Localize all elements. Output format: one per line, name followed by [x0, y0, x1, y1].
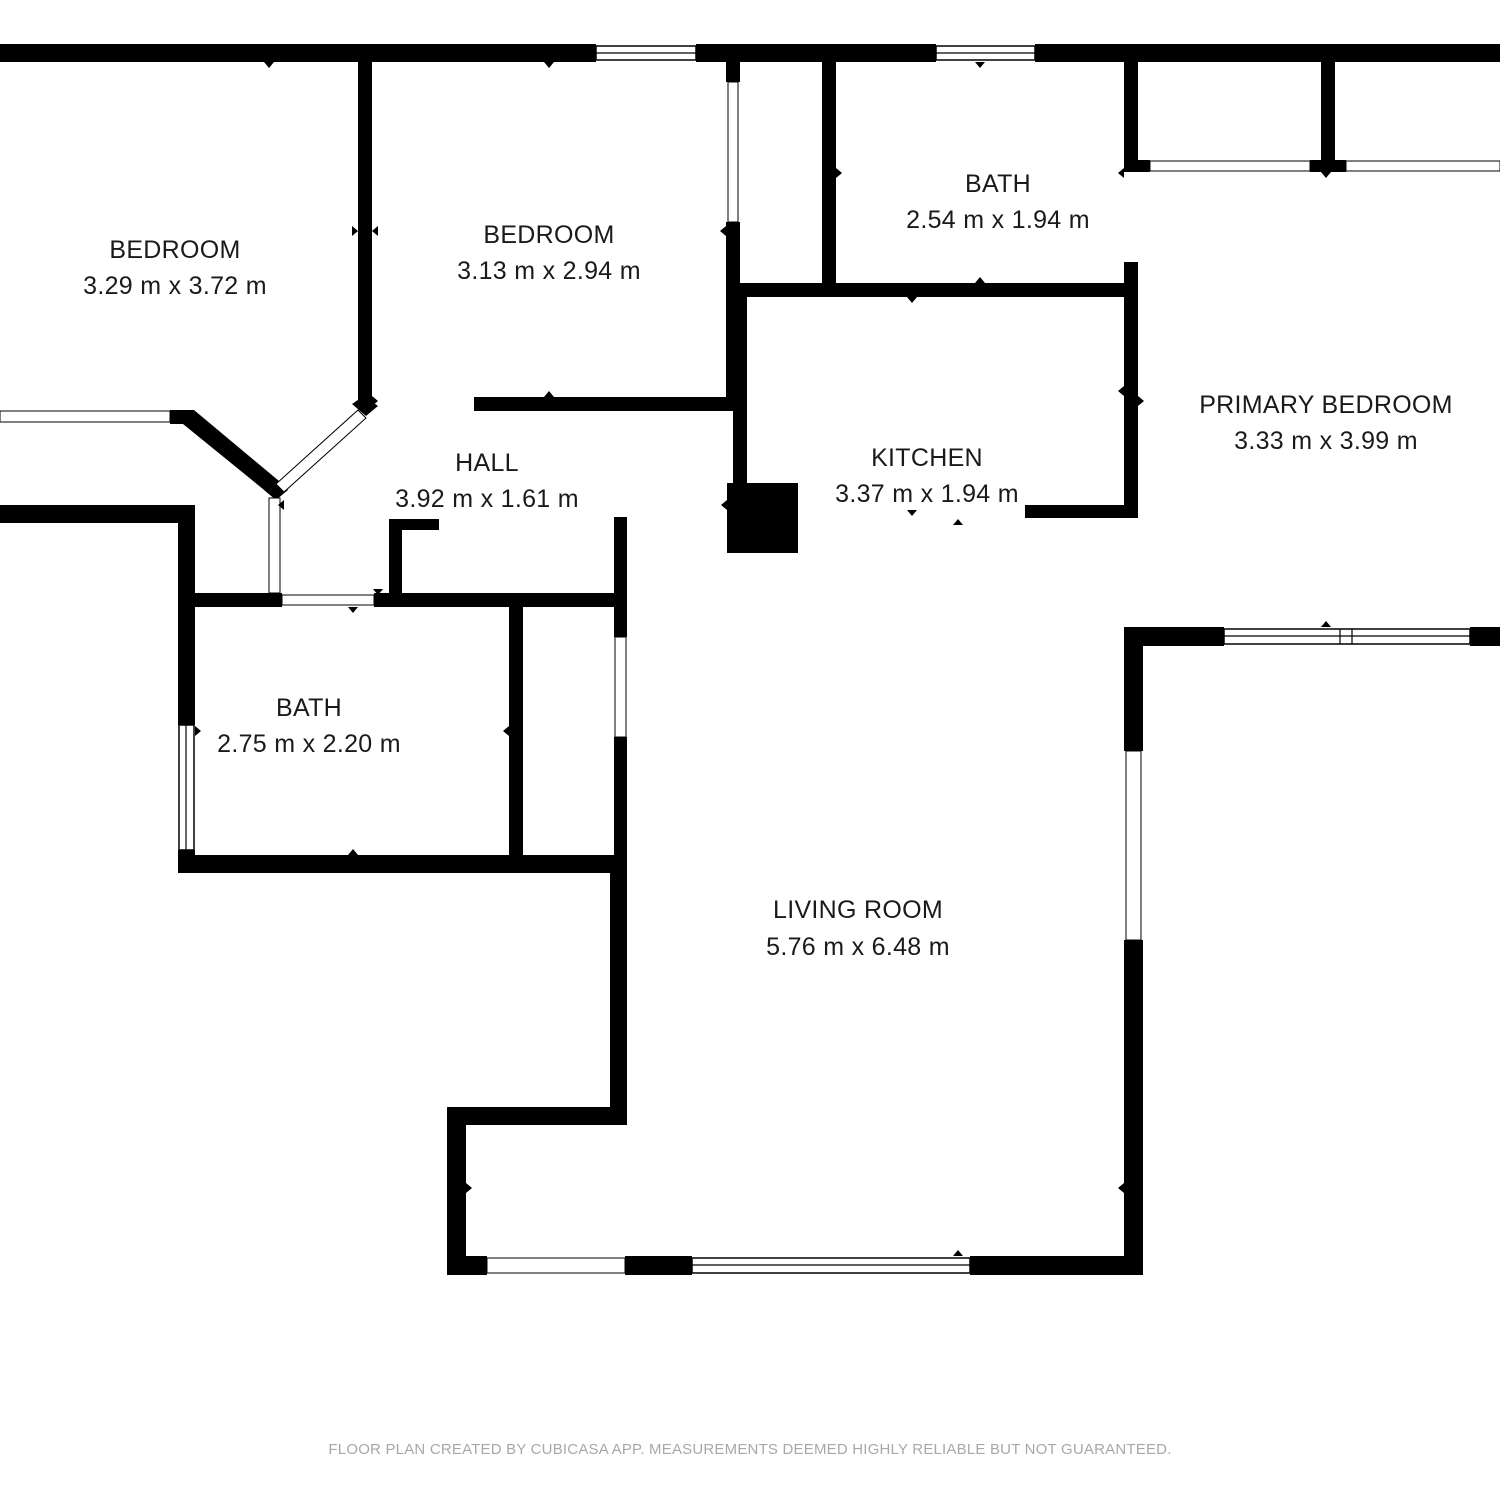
opening-left-corridor: [0, 410, 171, 423]
wall-living-step: [447, 1107, 627, 1125]
wall-primary-bottom-b: [1470, 627, 1500, 646]
wall-bath2-left-b: [178, 850, 195, 873]
room-dimensions: 5.76 m x 6.48 m: [766, 933, 950, 961]
dimension-ticks: [195, 62, 1331, 1256]
room-dimensions: 3.29 m x 3.72 m: [83, 272, 267, 300]
room-dimensions: 3.92 m x 1.61 m: [395, 485, 579, 513]
wall-kitchen-left: [733, 283, 747, 505]
room-dimensions: 2.75 m x 2.20 m: [217, 730, 401, 758]
walls: [0, 44, 1500, 1275]
wall-bath2-top-b: [374, 593, 627, 607]
wall-hall-stub-h: [389, 519, 439, 530]
wall-primary-bottom-a: [1124, 627, 1224, 646]
wall-living-right-b: [1124, 940, 1143, 1275]
room-primary-bedroom: PRIMARY BEDROOM 3.33 m x 3.99 m: [1199, 391, 1453, 455]
opening-hall-living: [614, 636, 627, 738]
room-living-room: LIVING ROOM 5.76 m x 6.48 m: [766, 896, 950, 961]
wall-living-bottom-c: [970, 1256, 1143, 1275]
opening-closet-b: [1345, 160, 1500, 172]
room-dimensions: 3.37 m x 1.94 m: [835, 480, 1019, 508]
wall-bedroom2-bottom: [474, 397, 740, 411]
wall-bath2-left-a: [178, 510, 195, 725]
wall-top-a: [0, 44, 596, 62]
wall-living-right-a: [1124, 627, 1143, 751]
wall-top-c: [1035, 44, 1500, 62]
room-bath-1: BATH 2.54 m x 1.94 m: [906, 170, 1090, 234]
wall-top-b: [696, 44, 936, 62]
room-name: BATH: [965, 170, 1031, 198]
wall-kitchen-right: [1124, 262, 1138, 517]
room-name: HALL: [455, 449, 519, 477]
room-name: LIVING ROOM: [773, 896, 943, 924]
wall-bath1-left: [822, 62, 836, 290]
wall-kitchen-top: [733, 283, 1138, 297]
wall-closet-divider: [1321, 62, 1335, 172]
room-dimensions: 3.13 m x 2.94 m: [457, 257, 641, 285]
opening-hall-door: [268, 497, 281, 594]
room-bedroom-1: BEDROOM 3.29 m x 3.72 m: [83, 236, 267, 300]
wall-bath2-right: [509, 593, 523, 858]
wall-bedroom-divider: [358, 62, 372, 404]
wall-bedroom2-right-a: [726, 62, 740, 82]
opening-bath2-door: [281, 594, 375, 606]
room-dimensions: 2.54 m x 1.94 m: [906, 206, 1090, 234]
room-bath-2: BATH 2.75 m x 2.20 m: [217, 694, 401, 758]
wall-hall-divider-a: [614, 517, 627, 637]
room-name: BEDROOM: [483, 221, 614, 249]
wall-bath2-bottom: [178, 855, 627, 873]
opening-diagonal-door: [275, 409, 367, 493]
wall-diagonal: [180, 410, 285, 498]
wall-living-left-upper: [610, 855, 627, 1125]
wall-left-corridor: [0, 505, 195, 523]
room-bedroom-2: BEDROOM 3.13 m x 2.94 m: [457, 221, 641, 285]
wall-kitchen-counter: [1025, 505, 1138, 518]
wall-diagonal-node-a: [352, 396, 378, 416]
room-labels: BEDROOM 3.29 m x 3.72 m BEDROOM 3.13 m x…: [83, 170, 1453, 961]
opening-closet-a: [1149, 160, 1311, 172]
room-name: KITCHEN: [871, 444, 983, 472]
wall-closet-bottom-b: [1310, 160, 1346, 172]
room-dimensions: 3.33 m x 3.99 m: [1234, 427, 1418, 455]
wall-hall-divider-b: [614, 737, 627, 861]
windows: [0, 45, 1500, 1274]
kitchen-column: [727, 483, 798, 553]
opening-living-right: [1125, 750, 1142, 941]
wall-living-bottom-b: [625, 1256, 692, 1275]
wall-hall-stub-v: [389, 519, 402, 603]
room-name: BATH: [276, 694, 342, 722]
room-name: PRIMARY BEDROOM: [1199, 391, 1453, 419]
wall-closet-left: [1124, 62, 1138, 172]
room-hall: HALL 3.92 m x 1.61 m: [395, 449, 579, 513]
footer-disclaimer: FLOOR PLAN CREATED BY CUBICASA APP. MEAS…: [328, 1441, 1171, 1458]
opening-living-bottom: [486, 1257, 626, 1274]
wall-bath2-top-a: [178, 593, 282, 607]
room-name: BEDROOM: [109, 236, 240, 264]
opening-bedroom2-right: [727, 81, 739, 223]
wall-living-left-lower: [447, 1107, 466, 1275]
room-kitchen: KITCHEN 3.37 m x 1.94 m: [835, 444, 1019, 508]
wall-closet-bottom-a: [1124, 160, 1150, 172]
